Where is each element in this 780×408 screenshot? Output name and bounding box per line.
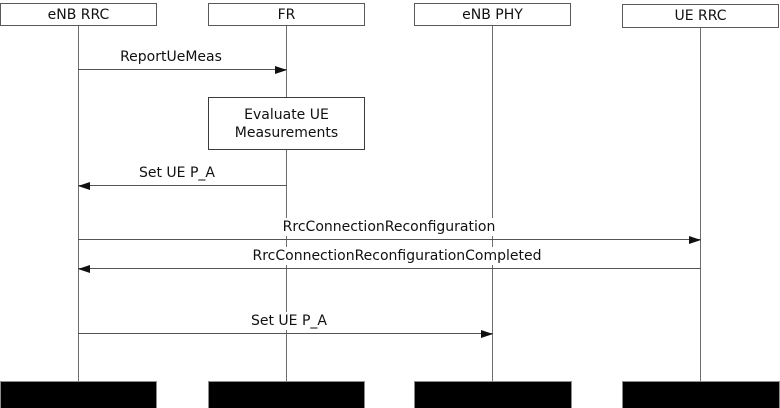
message-line-set-ue-pa-2 bbox=[78, 330, 493, 338]
participant-box-ue-rrc: UE RRC bbox=[622, 4, 779, 28]
message-label-rrcconnectionreconfigurationcompleted: RrcConnectionReconfigurationCompleted bbox=[249, 247, 545, 265]
participant-box-enb-rrc: eNB RRC bbox=[0, 3, 157, 26]
end-bar-ue-rrc bbox=[622, 381, 780, 408]
arrowhead-right-icon bbox=[481, 330, 493, 338]
end-bar-fr bbox=[208, 381, 365, 408]
participant-box-enb-phy: eNB PHY bbox=[414, 3, 571, 26]
arrowhead-right-icon bbox=[689, 236, 701, 244]
lifeline-enb-phy bbox=[492, 26, 493, 381]
arrowhead-left-icon bbox=[78, 182, 90, 190]
message-line-rrcconnectionreconfiguration bbox=[78, 236, 701, 244]
arrowhead-right-icon bbox=[275, 66, 287, 74]
end-bar-enb-rrc bbox=[0, 381, 157, 408]
message-line-set-ue-pa-1 bbox=[78, 182, 287, 190]
message-line-rrcconnectionreconfigurationcompleted bbox=[78, 265, 701, 273]
action-box-line-1: Evaluate UE bbox=[244, 106, 329, 123]
message-label-reportuemeas: ReportUeMeas bbox=[117, 48, 225, 66]
lifeline-ue-rrc bbox=[700, 26, 701, 381]
action-box-evaluate-ue-measurements: Evaluate UE Measurements bbox=[208, 97, 365, 150]
participant-box-fr: FR bbox=[208, 3, 365, 26]
action-box-line-2: Measurements bbox=[234, 124, 339, 141]
end-bar-enb-phy bbox=[414, 381, 572, 408]
lifeline-fr bbox=[286, 26, 287, 381]
message-label-set-ue-pa-2: Set UE P_A bbox=[247, 312, 331, 330]
arrowhead-left-icon bbox=[78, 265, 90, 273]
message-line-reportuemeas bbox=[78, 66, 287, 74]
message-label-set-ue-pa-1: Set UE P_A bbox=[135, 164, 219, 182]
lifeline-enb-rrc bbox=[78, 26, 79, 381]
message-label-rrcconnectionreconfiguration: RrcConnectionReconfiguration bbox=[279, 218, 499, 236]
